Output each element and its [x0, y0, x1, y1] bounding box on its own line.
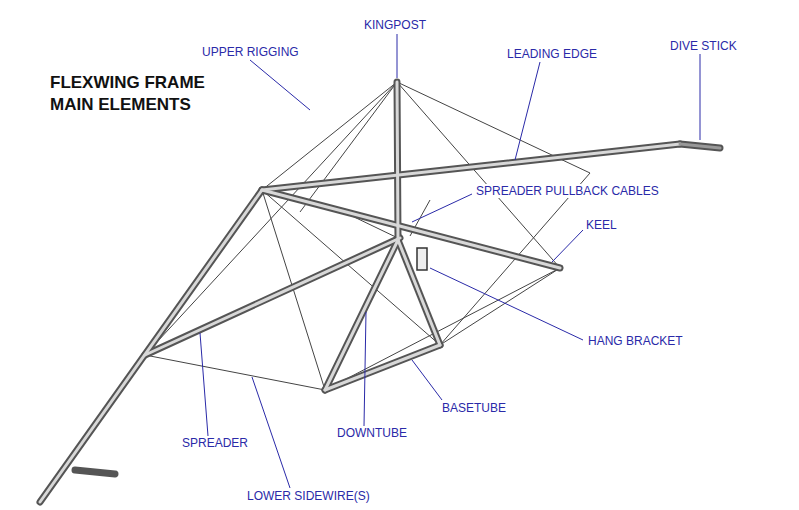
part-label: BASETUBE [440, 401, 508, 415]
part-label: SPREADER [180, 436, 250, 450]
part-label: DIVE STICK [668, 39, 739, 53]
frame-tubes [40, 82, 720, 502]
part-label: SPREADER PULLBACK CABLES [474, 184, 661, 198]
part-label: UPPER RIGGING [200, 45, 301, 59]
part-label: LEADING EDGE [505, 47, 599, 61]
part-label: KINGPOST [362, 18, 428, 32]
part-label: HANG BRACKET [586, 334, 685, 348]
part-label: DOWNTUBE [335, 426, 409, 440]
part-label: KEEL [584, 218, 619, 232]
leader-lines [200, 34, 700, 488]
part-label: LOWER SIDEWIRE(S) [245, 489, 372, 503]
diagram-title: FLEXWING FRAME MAIN ELEMENTS [50, 72, 235, 116]
